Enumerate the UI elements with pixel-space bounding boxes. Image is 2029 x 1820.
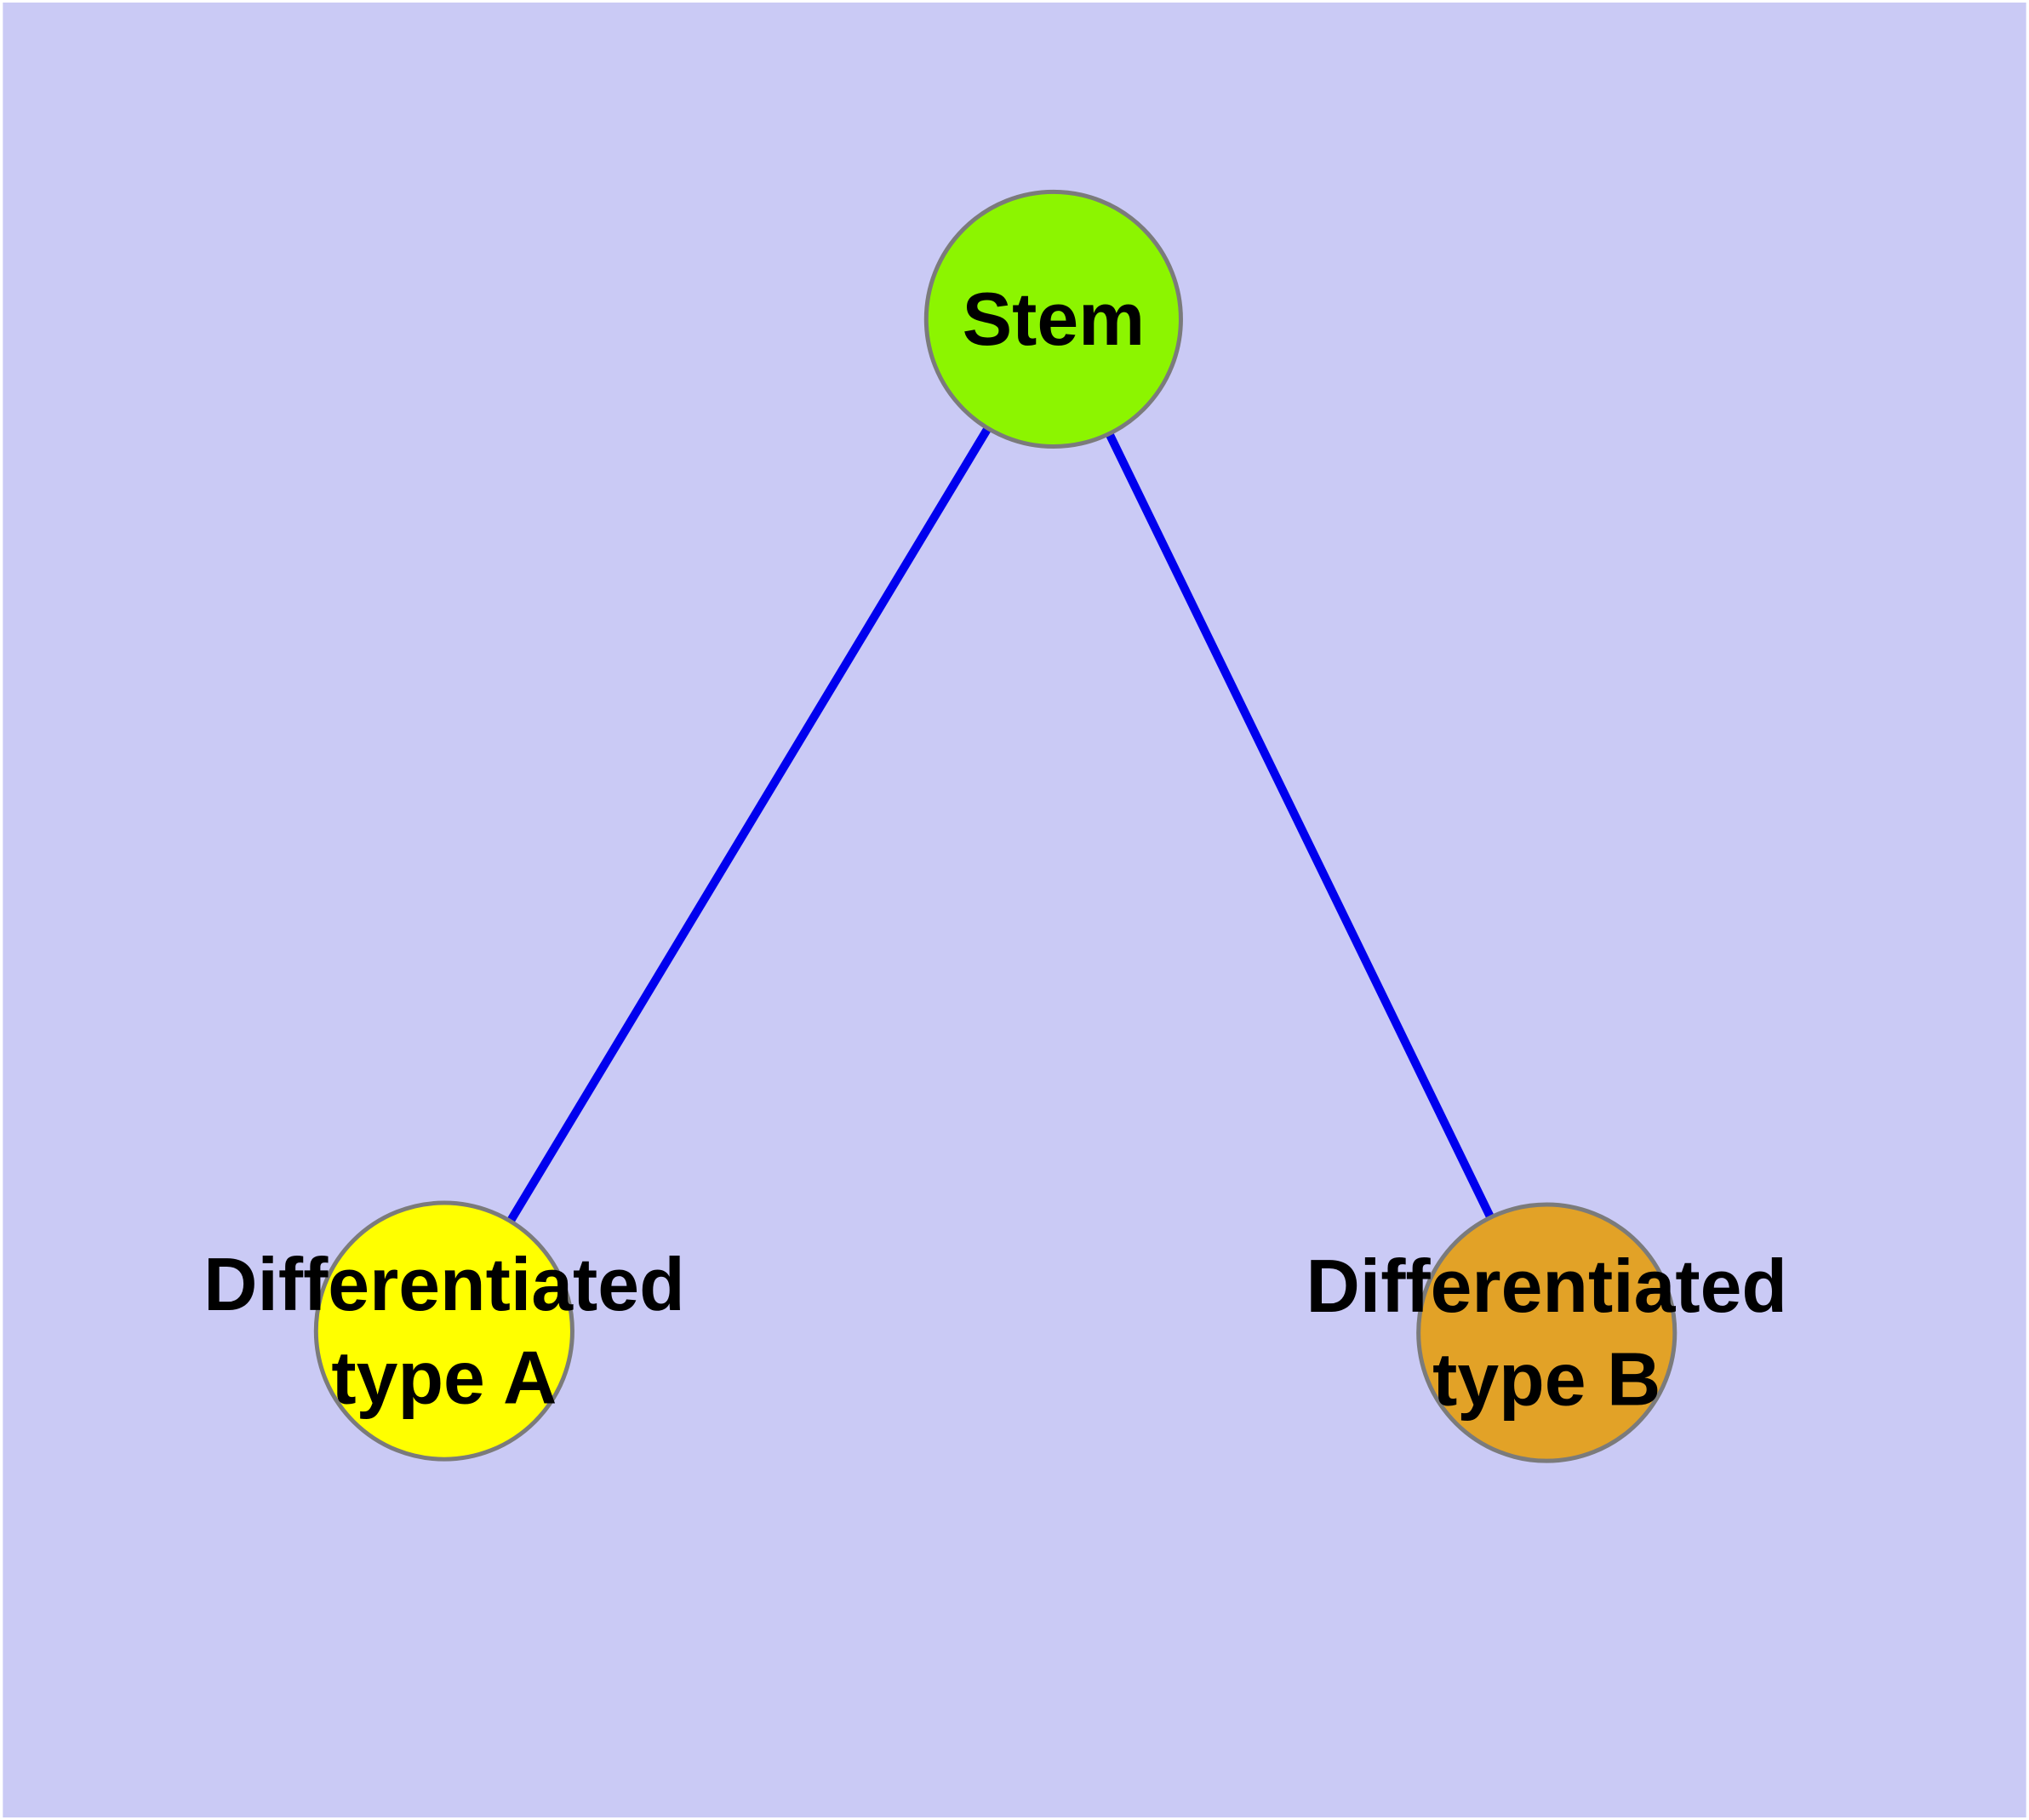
node-stem: Stem: [923, 189, 1183, 449]
node-diff-a-label-line: type A: [331, 1336, 557, 1419]
edge-stem-diff-b: [1049, 317, 1551, 1335]
node-stem-label-line: Stem: [963, 278, 1146, 361]
node-diff-b: Differentiated type B: [1306, 1202, 1787, 1463]
node-diff-a-label-line: Differentiated: [203, 1243, 685, 1326]
node-diff-a-circle: [313, 1200, 574, 1462]
node-diff-b-label-line: Differentiated: [1306, 1245, 1787, 1328]
node-diff-a: Differentiated type A: [203, 1200, 685, 1462]
node-diff-b-label-line: type B: [1432, 1337, 1660, 1421]
node-stem-circle: [923, 189, 1183, 449]
edge-stem-diff-a: [440, 317, 1058, 1334]
node-diff-b-circle: [1416, 1202, 1677, 1463]
